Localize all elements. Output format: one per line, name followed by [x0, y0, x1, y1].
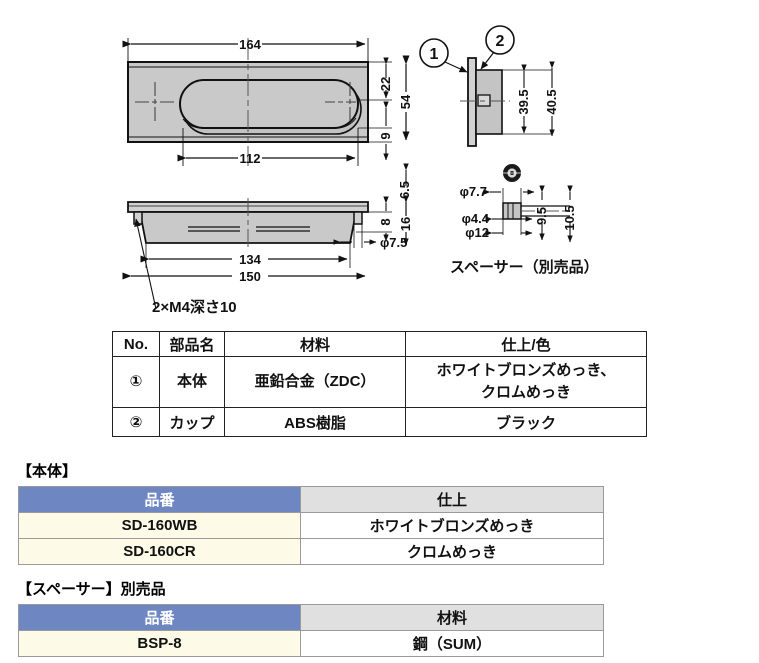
spacer-caption: スペーサー（別売品） [450, 258, 599, 276]
dim-22-label: 22 [378, 77, 393, 91]
body-row1-code: SD-160WB [18, 512, 301, 539]
spacer-header-code: 品番 [18, 604, 301, 631]
parts-row1-finish-line2: クロムめっき [480, 384, 571, 401]
dim-16-label: 16 [398, 217, 413, 231]
parts-row1-no: ① [112, 356, 160, 408]
parts-header-finish: 仕上/色 [405, 331, 647, 357]
dim-phi-7-5: φ7.5 [333, 224, 407, 250]
dim-9-label: 9 [378, 132, 393, 139]
dim-10-5: 10.5 [562, 185, 577, 243]
callout-2: 2 [480, 25, 515, 70]
callout-1: 1 [419, 38, 468, 73]
body-product-table: 品番 仕上 SD-160WB ホワイトブロンズめっき SD-160CR クロムめ… [18, 486, 604, 565]
dim-150-label: 150 [239, 269, 261, 284]
parts-table-row: ② カップ ABS樹脂 ブラック [112, 407, 647, 437]
dim-112: 112 [177, 128, 359, 166]
parts-table-row: ① 本体 亜鉛合金（ZDC） ホワイトブロンズめっき、 クロムめっき [112, 356, 647, 408]
dim-9-5: 9.5 [534, 185, 549, 241]
dim-39-5: 39.5 [502, 64, 552, 135]
parts-header-no: No. [112, 331, 160, 357]
dim-40-5-label: 40.5 [544, 89, 559, 114]
parts-row1-partname: 本体 [159, 356, 225, 408]
dim-9: 9 [358, 101, 393, 161]
table-row: SD-160WB ホワイトブロンズめっき [18, 512, 604, 539]
parts-row2-finish: ブラック [405, 407, 647, 437]
spacer-section-heading: 【スペーサー】別売品 [17, 581, 166, 598]
dim-phi-4-4-label: φ4.4 [462, 211, 490, 226]
dim-10-5-label: 10.5 [562, 205, 577, 230]
dim-16: 16 [398, 195, 413, 246]
parts-row1-finish-line1: ホワイトブロンズめっき、 [436, 362, 616, 379]
spacer-row1-material: 鋼（SUM） [300, 630, 604, 657]
body-row1-finish: ホワイトブロンズめっき [300, 512, 604, 539]
dim-phi-4-4: φ4.4 [462, 211, 533, 226]
body-row2-finish: クロムめっき [300, 538, 604, 565]
body-header-finish: 仕上 [300, 486, 604, 513]
body-table-header-row: 品番 仕上 [18, 486, 604, 513]
drawing-canvas: 164 112 22 [122, 25, 599, 316]
technical-drawing: 164 112 22 [0, 0, 759, 320]
thread-callout-label: 2×M4深さ10 [152, 298, 237, 316]
dim-134-label: 134 [239, 252, 261, 267]
dim-150: 150 [122, 269, 366, 284]
dim-9-5-label: 9.5 [534, 207, 549, 225]
dim-22: 22 [358, 57, 393, 101]
table-row: SD-160CR クロムめっき [18, 538, 604, 565]
callout-1-label: 1 [430, 46, 439, 63]
dim-phi-7-7-label: φ7.7 [460, 184, 487, 199]
parts-row1-material: 亜鉛合金（ZDC） [224, 356, 406, 408]
parts-row2-no: ② [112, 407, 160, 437]
dim-54: 54 [398, 55, 413, 141]
parts-table-header-row: No. 部品名 材料 仕上/色 [112, 331, 647, 357]
dim-54-label: 54 [398, 94, 413, 109]
body-row2-code: SD-160CR [18, 538, 301, 565]
dim-phi-7-5-label: φ7.5 [380, 235, 407, 250]
hex-socket-icon [503, 164, 521, 182]
dim-164-label: 164 [239, 37, 261, 52]
dim-phi-12: φ12 [465, 225, 533, 240]
callout-2-label: 2 [496, 33, 505, 50]
parts-row1-finish: ホワイトブロンズめっき、 クロムめっき [405, 356, 647, 408]
parts-header-partname: 部品名 [159, 331, 225, 357]
dim-164: 164 [122, 37, 369, 62]
spacer-product-table: 品番 材料 BSP-8 鋼（SUM） [18, 604, 604, 657]
spacer-header-material: 材料 [300, 604, 604, 631]
body-header-code: 品番 [18, 486, 301, 513]
front-view: 164 112 22 [122, 37, 413, 166]
side-view: 6.5 8 16 φ7.5 [122, 163, 413, 316]
spacer-row1-code: BSP-8 [18, 630, 301, 657]
cup-view: 1 2 39.5 40.5 [419, 25, 559, 147]
dim-39-5-label: 39.5 [516, 89, 531, 114]
dim-40-5: 40.5 [544, 61, 559, 137]
parts-header-material: 材料 [224, 331, 406, 357]
dim-134: 134 [140, 243, 351, 268]
parts-row2-partname: カップ [159, 407, 225, 437]
spacer-table-header-row: 品番 材料 [18, 604, 604, 631]
dim-phi-12-label: φ12 [465, 225, 489, 240]
table-row: BSP-8 鋼（SUM） [18, 630, 604, 657]
dim-112-label: 112 [240, 151, 261, 166]
dim-8-label: 8 [378, 218, 393, 225]
dim-6-5: 6.5 [397, 163, 412, 203]
thread-callout: 2×M4深さ10 [134, 218, 237, 316]
spacer-view: φ7.7 φ4.4 φ12 [450, 164, 599, 276]
body-section-heading: 【本体】 [17, 463, 78, 480]
dim-6-5-label: 6.5 [397, 181, 412, 199]
parts-table: No. 部品名 材料 仕上/色 ① 本体 亜鉛合金（ZDC） ホワイトブロンズめ… [112, 331, 647, 437]
parts-row2-material: ABS樹脂 [224, 407, 406, 437]
